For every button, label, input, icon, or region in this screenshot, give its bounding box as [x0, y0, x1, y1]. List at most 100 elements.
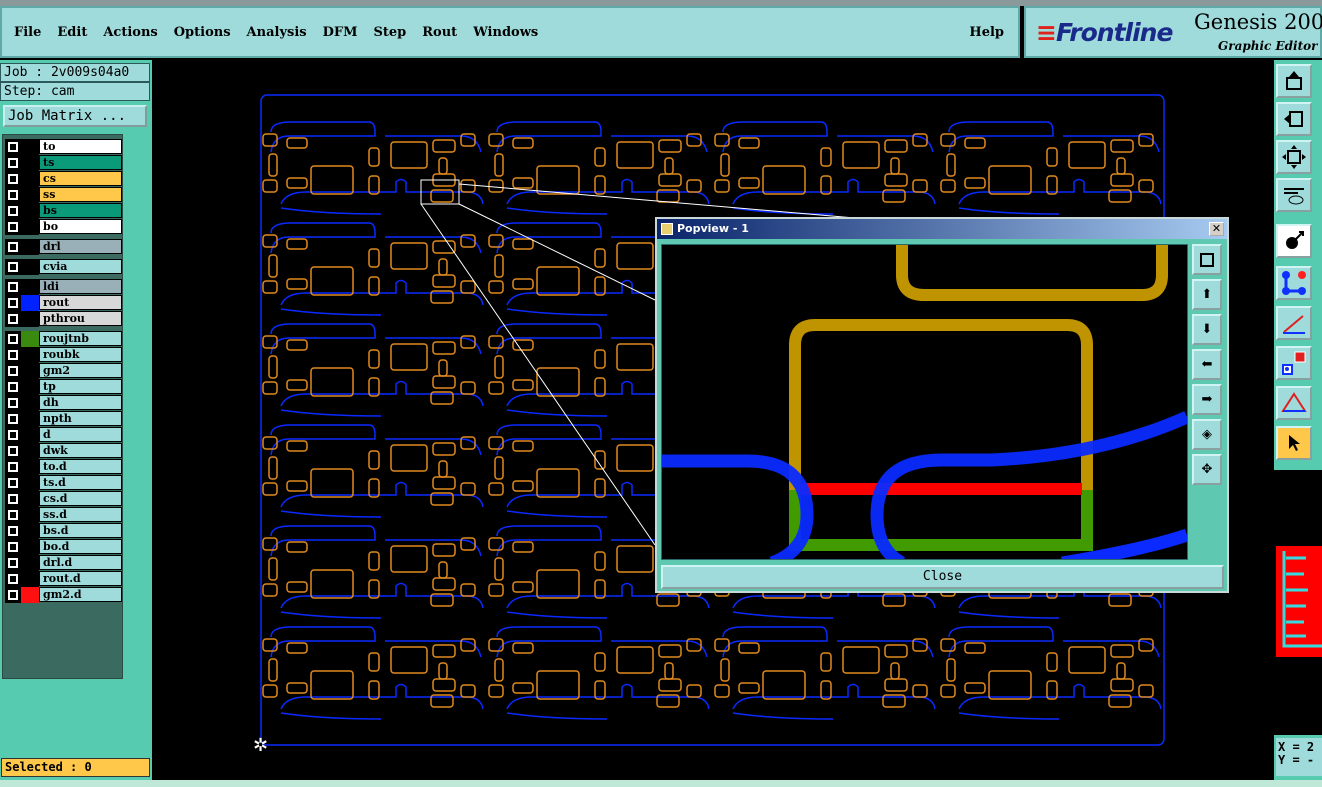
menu-help[interactable]: Help — [969, 24, 1004, 40]
close-icon[interactable]: ✕ — [1209, 222, 1224, 236]
menu-edit[interactable]: Edit — [57, 24, 88, 40]
popview-pan-up-button[interactable]: ⬆ — [1192, 279, 1222, 310]
layer-checkbox[interactable] — [5, 259, 21, 275]
popview-zoom-button[interactable] — [1192, 244, 1222, 275]
feature-select-button[interactable] — [1276, 224, 1312, 258]
layer-name[interactable]: bs.d — [39, 523, 122, 538]
layer-checkbox[interactable] — [5, 555, 21, 571]
layer-checkbox[interactable] — [5, 507, 21, 523]
layer-name[interactable]: bo.d — [39, 539, 122, 554]
popview-canvas[interactable] — [661, 244, 1190, 570]
popview-pan-down-button[interactable]: ⬇ — [1192, 314, 1222, 345]
layer-checkbox[interactable] — [5, 443, 21, 459]
layer-name[interactable]: to.d — [39, 459, 122, 474]
layer-checkbox[interactable] — [5, 279, 21, 295]
layer-checkbox[interactable] — [5, 139, 21, 155]
move-feature-button[interactable] — [1276, 346, 1312, 380]
layer-name[interactable]: ss.d — [39, 507, 122, 522]
layer-row-rout-d[interactable]: rout.d — [5, 571, 122, 587]
layer-name[interactable]: dh — [39, 395, 122, 410]
popview-pan-left-button[interactable]: ⬅ — [1192, 349, 1222, 380]
layer-name[interactable]: bo — [39, 219, 122, 234]
layer-checkbox[interactable] — [5, 331, 21, 347]
pan-left-button[interactable] — [1276, 102, 1312, 136]
net-connect-button[interactable] — [1276, 266, 1312, 300]
layer-name[interactable]: npth — [39, 411, 122, 426]
layer-row-dh[interactable]: dh — [5, 395, 122, 411]
menu-step[interactable]: Step — [373, 24, 407, 40]
popview-pan-right-button[interactable]: ➡ — [1192, 384, 1222, 415]
layer-name[interactable]: drl — [39, 239, 122, 254]
layer-row-roujtnb[interactable]: roujtnb — [5, 331, 122, 347]
layer-row-ldi[interactable]: ldi — [5, 279, 122, 295]
popview-zoom-in-button[interactable]: ◈ — [1192, 419, 1222, 450]
layer-row-roubk[interactable]: roubk — [5, 347, 122, 363]
menu-rout[interactable]: Rout — [422, 24, 458, 40]
layer-row-cs-d[interactable]: cs.d — [5, 491, 122, 507]
close-button[interactable]: Close — [661, 565, 1224, 589]
zoom-fit-button[interactable] — [1276, 140, 1312, 174]
layer-checkbox[interactable] — [5, 187, 21, 203]
layer-checkbox[interactable] — [5, 347, 21, 363]
layer-row-cs[interactable]: cs — [5, 171, 122, 187]
layer-row-d[interactable]: d — [5, 427, 122, 443]
layer-name[interactable]: bs — [39, 203, 122, 218]
overview-pane[interactable] — [1274, 470, 1322, 735]
popview-title-bar[interactable]: Popview - 1 — [657, 219, 1227, 239]
layer-name[interactable]: dwk — [39, 443, 122, 458]
layer-row-gm2-d[interactable]: gm2.d — [5, 587, 122, 603]
layer-checkbox[interactable] — [5, 363, 21, 379]
layer-name[interactable]: rout.d — [39, 571, 122, 586]
pan-up-button[interactable] — [1276, 64, 1312, 98]
layer-checkbox[interactable] — [5, 219, 21, 235]
layer-name[interactable]: cs — [39, 171, 122, 186]
layer-checkbox[interactable] — [5, 379, 21, 395]
layer-row-rout[interactable]: rout — [5, 295, 122, 311]
layer-name[interactable]: rout — [39, 295, 122, 310]
layer-checkbox[interactable] — [5, 171, 21, 187]
layer-row-gm2[interactable]: gm2 — [5, 363, 122, 379]
layer-checkbox[interactable] — [5, 571, 21, 587]
layer-name[interactable]: roujtnb — [39, 331, 122, 346]
layer-row-ss[interactable]: ss — [5, 187, 122, 203]
layer-row-drl[interactable]: drl — [5, 239, 122, 255]
layer-checkbox[interactable] — [5, 311, 21, 327]
layer-name[interactable]: pthrou — [39, 311, 122, 326]
layer-checkbox[interactable] — [5, 523, 21, 539]
layer-name[interactable]: drl.d — [39, 555, 122, 570]
popview-zoom-out-button[interactable]: ✥ — [1192, 454, 1222, 485]
layer-name[interactable]: ss — [39, 187, 122, 202]
layer-row-drl-d[interactable]: drl.d — [5, 555, 122, 571]
layer-row-to-d[interactable]: to.d — [5, 459, 122, 475]
menu-options[interactable]: Options — [173, 24, 231, 40]
layer-checkbox[interactable] — [5, 411, 21, 427]
layer-name[interactable]: gm2.d — [39, 587, 122, 602]
layer-name[interactable]: ts — [39, 155, 122, 170]
layer-checkbox[interactable] — [5, 395, 21, 411]
layer-row-bo[interactable]: bo — [5, 219, 122, 235]
layer-checkbox[interactable] — [5, 587, 21, 603]
layer-checkbox[interactable] — [5, 491, 21, 507]
menu-dfm[interactable]: DFM — [322, 24, 358, 40]
layer-checkbox[interactable] — [5, 475, 21, 491]
layer-name[interactable]: roubk — [39, 347, 122, 362]
layer-name[interactable]: tp — [39, 379, 122, 394]
layer-row-ts[interactable]: ts — [5, 155, 122, 171]
layer-checkbox[interactable] — [5, 239, 21, 255]
pointer-tool-button[interactable] — [1276, 426, 1312, 460]
layer-name[interactable]: ts.d — [39, 475, 122, 490]
layer-checkbox[interactable] — [5, 203, 21, 219]
layer-checkbox[interactable] — [5, 295, 21, 311]
layer-row-bo-d[interactable]: bo.d — [5, 539, 122, 555]
layer-name[interactable]: cvia — [39, 259, 122, 274]
layer-row-npth[interactable]: npth — [5, 411, 122, 427]
layer-checkbox[interactable] — [5, 155, 21, 171]
layer-name[interactable]: to — [39, 139, 122, 154]
layer-row-tp[interactable]: tp — [5, 379, 122, 395]
layer-row-ts-d[interactable]: ts.d — [5, 475, 122, 491]
layer-name[interactable]: ldi — [39, 279, 122, 294]
layer-name[interactable]: d — [39, 427, 122, 442]
menu-analysis[interactable]: Analysis — [246, 24, 307, 40]
menu-file[interactable]: File — [14, 24, 42, 40]
layer-row-pthrou[interactable]: pthrou — [5, 311, 122, 327]
